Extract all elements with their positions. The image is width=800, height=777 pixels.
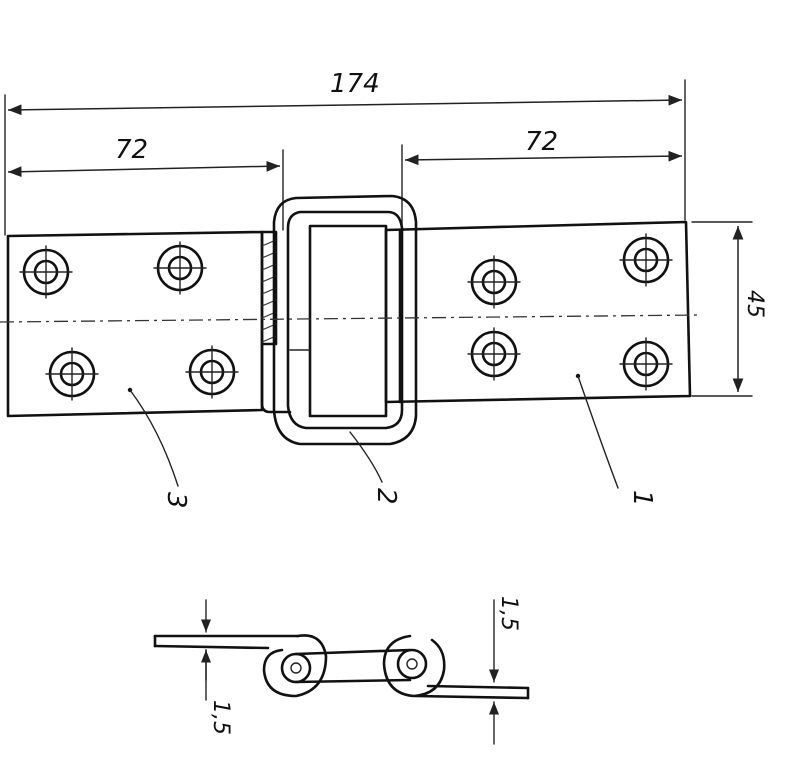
dimension-section-left: 1,5 xyxy=(200,599,233,735)
rivet-hole-icon xyxy=(153,241,207,295)
rivet-hole-icon xyxy=(19,245,73,299)
link-loop xyxy=(272,194,418,446)
rivet-hole-icon xyxy=(619,337,673,391)
right-leaf xyxy=(384,220,692,404)
dimension-width: 45 xyxy=(691,221,767,397)
center-line xyxy=(0,314,701,323)
dim-left-label: 72 xyxy=(115,135,148,165)
dimension-overall: 174 xyxy=(4,69,686,236)
rivet-hole-icon xyxy=(185,345,239,399)
rivet-hole-icon xyxy=(467,327,521,381)
section-view xyxy=(153,634,530,700)
dimension-section-right: 1,5 xyxy=(488,596,521,745)
left-leaf xyxy=(6,230,292,418)
dim-width-label: 45 xyxy=(742,290,767,318)
callouts: 3 2 1 xyxy=(127,373,657,509)
rivet-hole-icon xyxy=(45,347,99,401)
callout-1: 1 xyxy=(627,490,657,507)
dimension-left-leaf: 72 xyxy=(7,135,284,231)
dim-right-label: 72 xyxy=(525,127,558,157)
dimension-right-leaf: 72 xyxy=(401,127,683,229)
dim-section-left-label: 1,5 xyxy=(208,700,233,735)
rivet-hole-icon xyxy=(619,233,673,287)
callout-2: 2 xyxy=(371,488,401,505)
dim-section-right-label: 1,5 xyxy=(496,596,521,631)
rivet-hole-icon xyxy=(467,255,521,309)
callout-3: 3 xyxy=(161,492,191,509)
dim-overall-label: 174 xyxy=(330,69,380,99)
rivet-holes xyxy=(19,233,673,401)
